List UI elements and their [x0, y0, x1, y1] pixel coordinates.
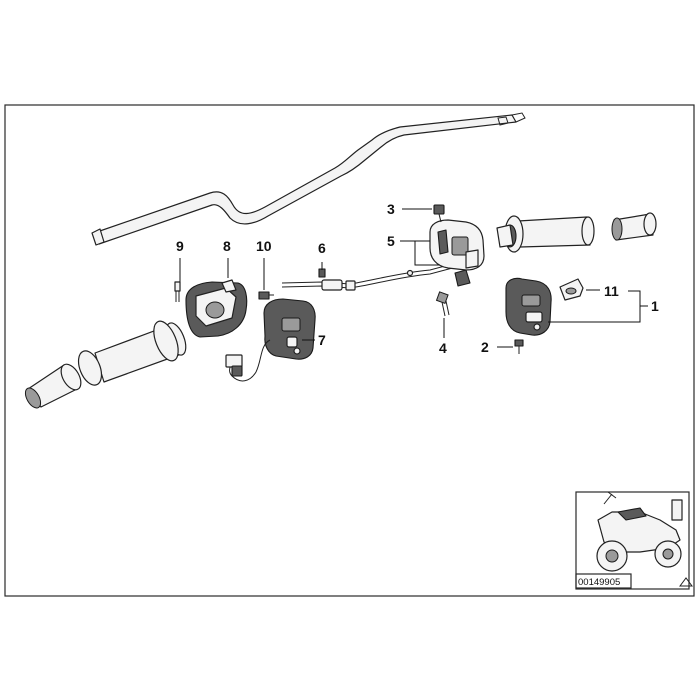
callout-labels: 9 8 10 6 3 5 4 2 7 11 1: [176, 201, 659, 356]
right-grip[interactable]: [496, 215, 595, 253]
leader-lines: [179, 208, 648, 348]
warning-triangle-icon: [679, 577, 693, 587]
throttle-housing[interactable]: [429, 219, 485, 287]
diagram-border: [4, 104, 695, 597]
left-bar-end[interactable]: [22, 361, 85, 411]
screw-10[interactable]: [258, 291, 274, 300]
handlebar[interactable]: [91, 112, 526, 246]
callout-5: 5: [387, 233, 395, 249]
reference-code-box: [575, 573, 632, 589]
callout-8: 8: [223, 238, 231, 254]
callout-2: 2: [481, 339, 489, 355]
cable[interactable]: [281, 261, 461, 291]
reference-code: 00149905: [578, 577, 620, 588]
callout-10: 10: [256, 238, 272, 254]
screw-3[interactable]: [433, 204, 445, 223]
callout-1: 1: [651, 298, 659, 314]
left-grip[interactable]: [74, 318, 190, 389]
callout-3: 3: [387, 201, 395, 217]
callout-4: 4: [439, 340, 447, 356]
callout-6: 6: [318, 240, 326, 256]
right-bar-end[interactable]: [611, 212, 657, 241]
left-switch-wiring: [225, 339, 271, 382]
left-switch-unit[interactable]: [263, 298, 316, 360]
motorcycle-inset: [575, 491, 690, 590]
screw-9[interactable]: [174, 281, 181, 302]
button-cap[interactable]: [559, 278, 584, 301]
screw-2[interactable]: [514, 339, 524, 354]
screw-4[interactable]: [435, 291, 450, 317]
callout-11: 11: [604, 283, 619, 299]
callout-7: 7: [318, 332, 326, 348]
left-switch-housing[interactable]: [185, 279, 248, 338]
callout-9: 9: [176, 238, 184, 254]
right-switch-unit[interactable]: [505, 277, 552, 336]
